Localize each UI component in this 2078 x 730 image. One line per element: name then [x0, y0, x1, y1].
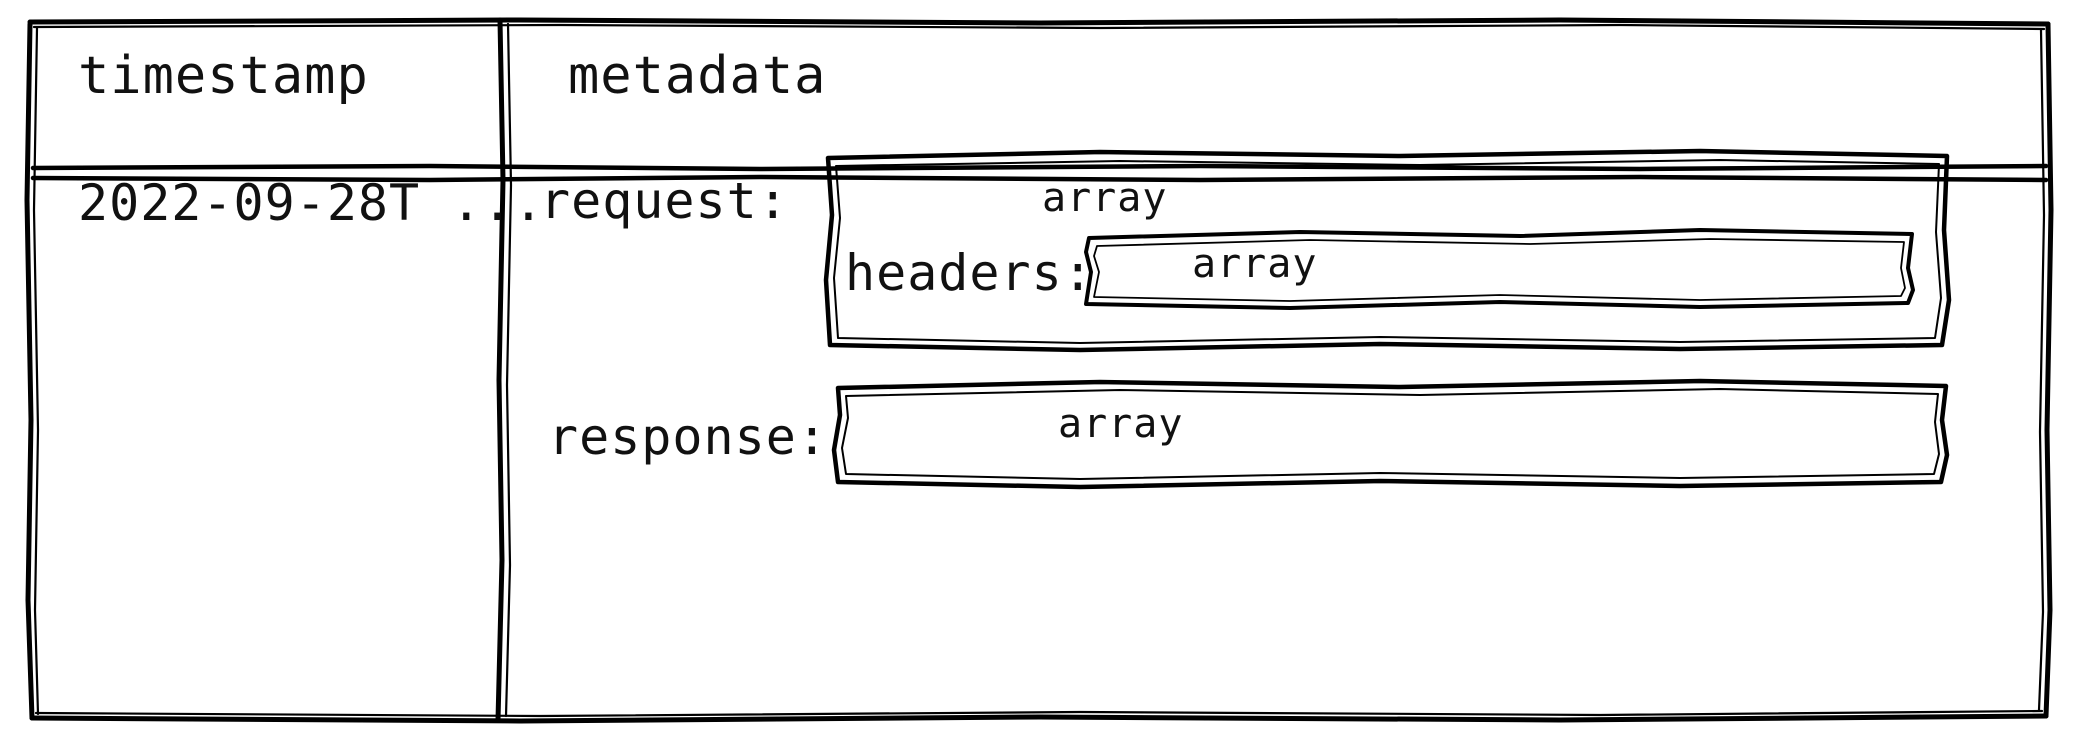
- table-border-bottom: [29, 713, 2049, 724]
- field-label-response: response:: [548, 408, 828, 466]
- header-separator-line-1: [30, 163, 2049, 172]
- response-array-box: [831, 378, 1950, 490]
- type-label-response-array: array: [1058, 401, 1184, 447]
- response-array-box-inner: [841, 388, 1940, 480]
- table-border-left-2: [32, 26, 40, 716]
- column-divider: [495, 17, 506, 723]
- type-label-request-array: array: [1042, 175, 1168, 221]
- table-border-right-2: [2037, 28, 2046, 712]
- field-label-request: request:: [540, 172, 789, 230]
- table-border-top-2: [32, 23, 2046, 31]
- field-label-headers: headers:: [845, 244, 1094, 302]
- column-divider-2: [504, 22, 513, 718]
- table-border-left: [24, 21, 35, 721]
- table-border-top: [27, 17, 2051, 27]
- column-header-timestamp: timestamp: [78, 46, 369, 106]
- column-header-metadata: metadata: [568, 46, 827, 106]
- cell-timestamp-value: 2022-09-28T ...: [78, 174, 545, 232]
- table-border-bottom-2: [34, 709, 2044, 718]
- table-border-right: [2043, 21, 2054, 719]
- type-label-headers-array: array: [1192, 241, 1318, 287]
